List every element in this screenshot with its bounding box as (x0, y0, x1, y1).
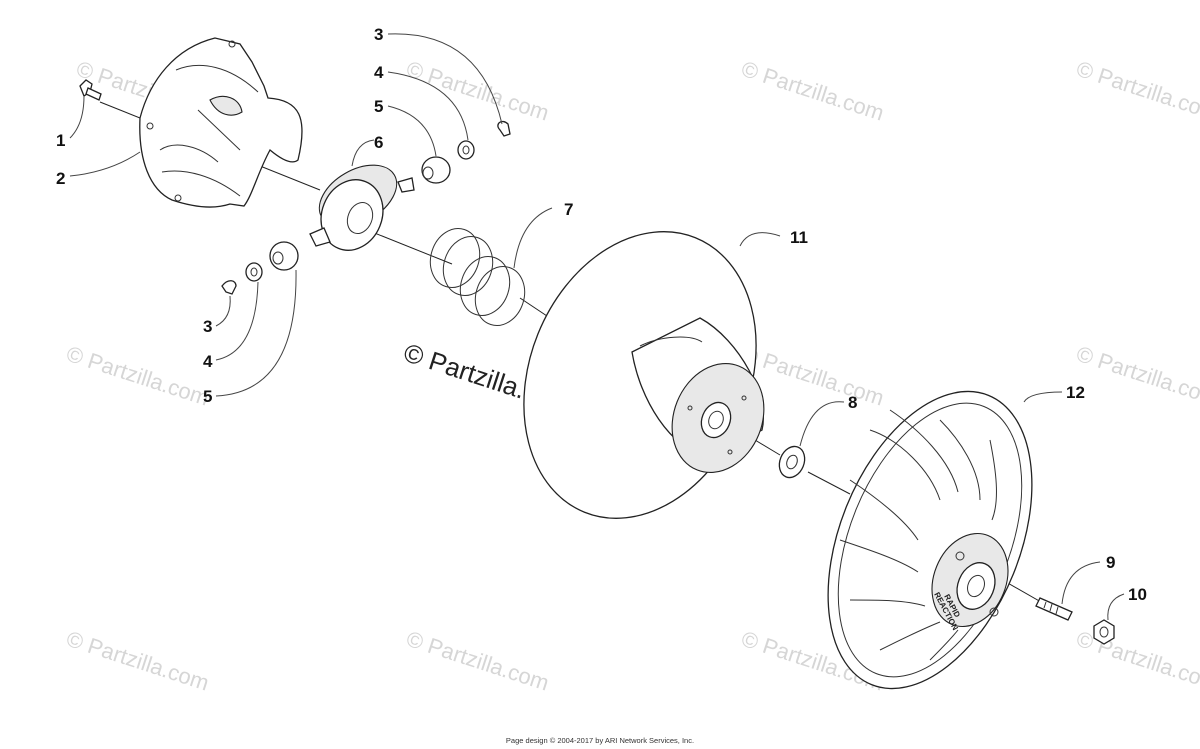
watermark-text: © Partzilla.com (738, 56, 887, 126)
watermark-text: © Partzilla.com (63, 341, 212, 411)
hub-part (309, 164, 415, 251)
page-footer: Page design © 2004-2017 by ARI Network S… (505, 736, 695, 745)
watermark-text: © Partzilla.com (1073, 56, 1200, 126)
watermark-text: © Partzilla.com (1073, 626, 1200, 696)
callout-2: 2 (56, 169, 65, 188)
watermark-text: © Partzilla.com (1073, 341, 1200, 411)
callout-3-upper: 3 (374, 25, 383, 44)
movable-sheave-part (523, 231, 765, 519)
callout-6: 6 (374, 133, 383, 152)
leader-lines (69, 33, 1125, 621)
roller-set-lower (221, 241, 299, 295)
callout-4-lower: 4 (203, 352, 213, 371)
watermark-text: © Partzilla.com (403, 56, 552, 126)
washer-part (778, 445, 806, 479)
callout-labels: 1 2 3 4 5 6 7 3 4 5 11 8 12 9 10 (56, 25, 1147, 604)
spring-part (429, 228, 526, 326)
cover-part (139, 37, 303, 208)
callout-12: 12 (1066, 383, 1085, 402)
roller-set-upper (421, 120, 511, 184)
callout-1: 1 (56, 131, 65, 150)
callout-11: 11 (790, 228, 808, 247)
stud-part (1035, 597, 1073, 621)
callout-5-upper: 5 (374, 97, 383, 116)
callout-3-lower: 3 (203, 317, 212, 336)
callout-9: 9 (1106, 553, 1115, 572)
fixed-sheave-part: RAPID REACTION (827, 390, 1033, 690)
watermark-text: © Partzilla.com (403, 626, 552, 696)
callout-5-lower: 5 (203, 387, 212, 406)
callout-8: 8 (848, 393, 857, 412)
nut-part (1093, 619, 1115, 645)
callout-10: 10 (1128, 585, 1147, 604)
screw-part (79, 79, 102, 101)
callout-4-upper: 4 (374, 63, 384, 82)
watermark-text: © Partzilla.com (63, 626, 212, 696)
callout-7: 7 (564, 200, 573, 219)
